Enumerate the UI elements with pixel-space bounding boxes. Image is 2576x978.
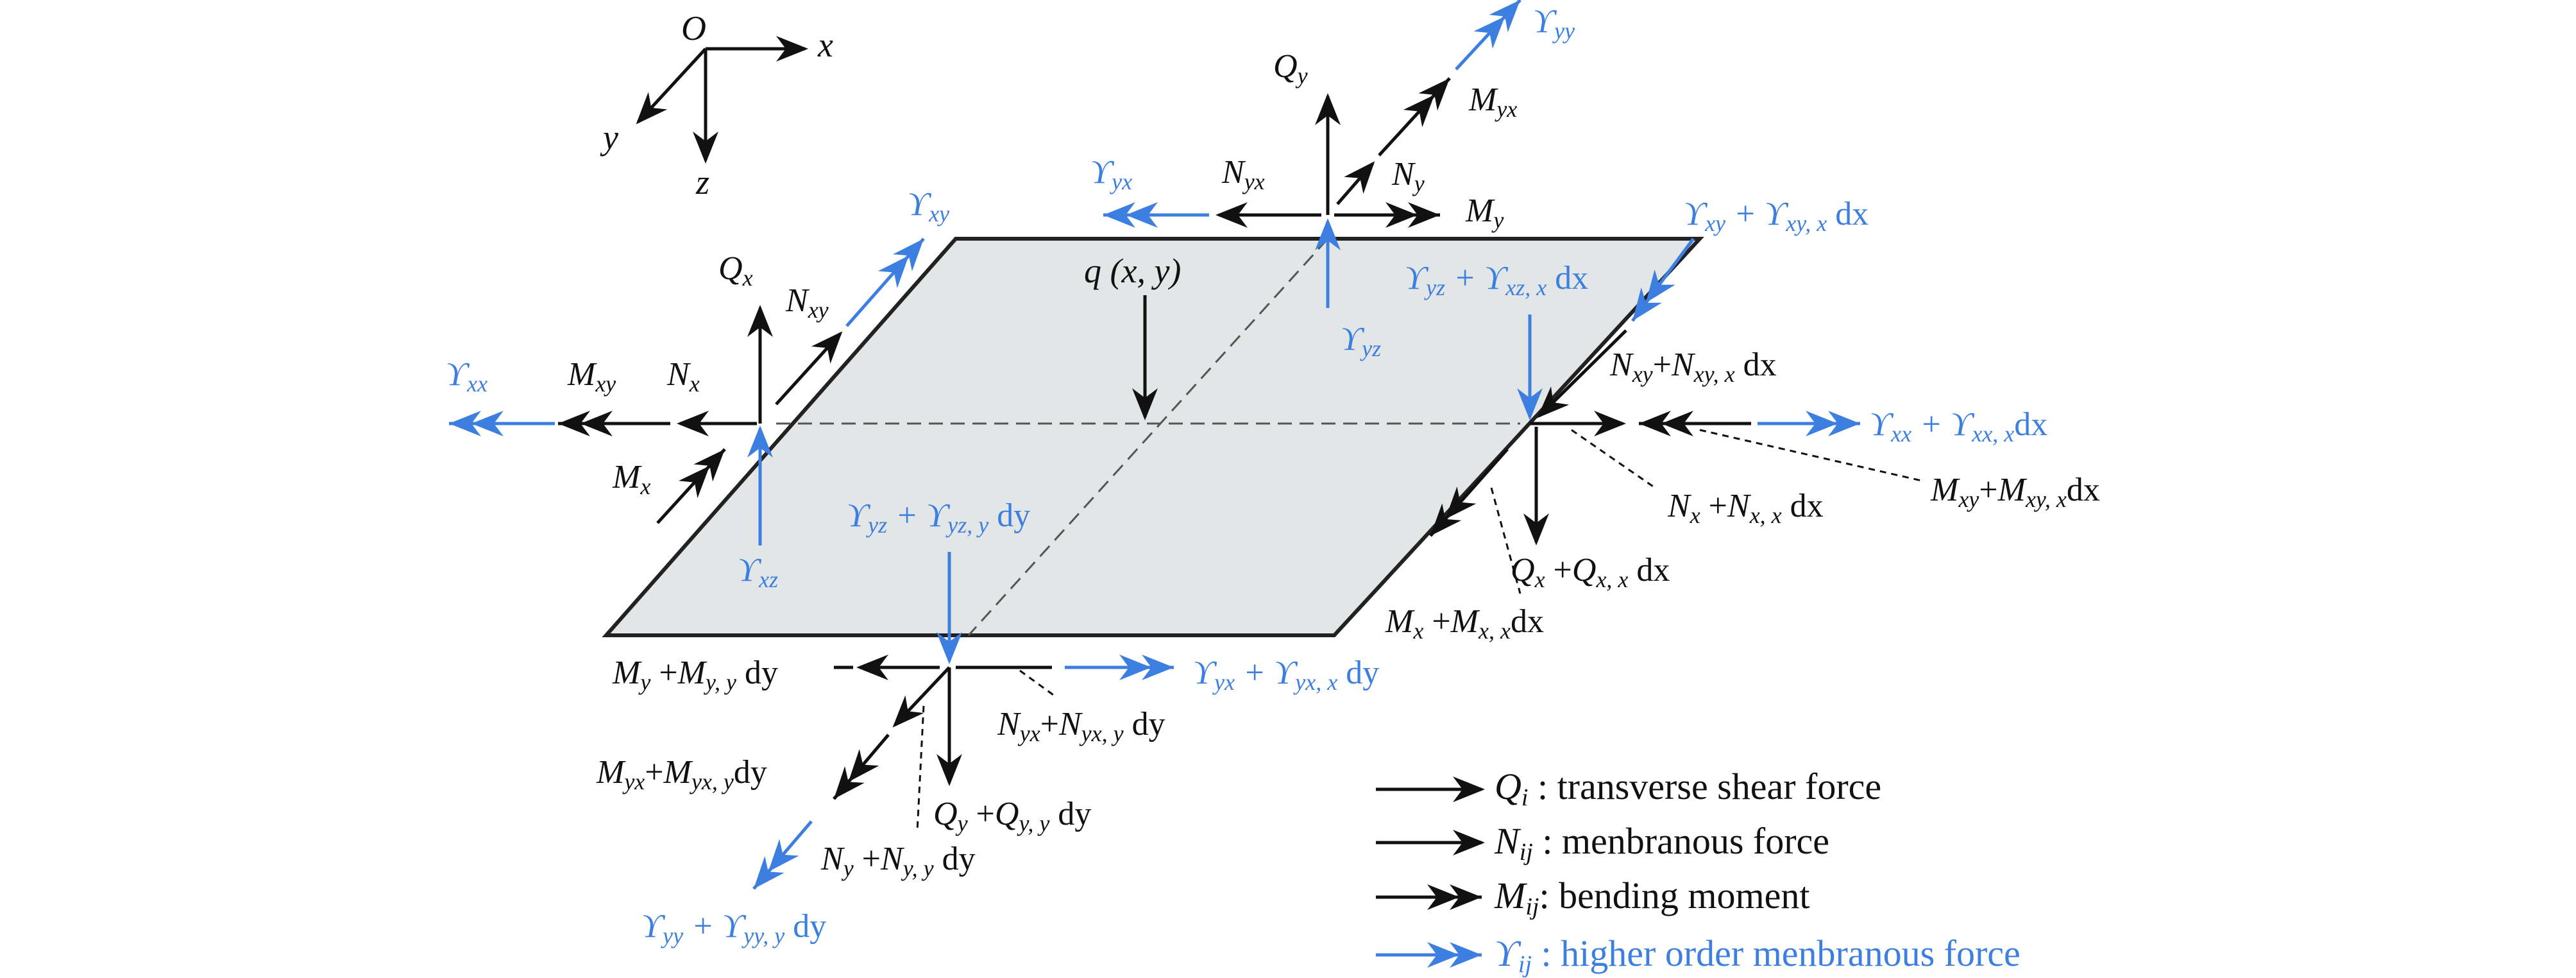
Ny-arrow [1336,161,1375,205]
Nyx-label: Nyx [1221,154,1265,194]
right-edge-forces: ϒxy + ϒxy, x dx ϒyz + ϒxz, x dx Nxy+Nxy,… [1385,196,2100,644]
load-label: q (x, y) [1084,252,1181,290]
Yxx-label: ϒxx [446,356,487,397]
legend-Q-label: Qi : transverse shear force [1495,766,1881,811]
Ny-dy-arrow [892,666,951,728]
Nxy-dx-arrow [1537,329,1627,418]
y-axis-arrow [636,47,707,124]
Yyz-label: ϒyz [1341,321,1381,361]
legend-N-label: Nij : menbranous force [1494,820,1829,866]
plate [602,237,1704,637]
My-label: My [1465,193,1504,233]
Mx-dx-arrow [1429,448,1509,537]
Yyy-arrow [1455,0,1521,71]
Mxy-dx-label: Mxy+Mxy, xdx [1930,472,2100,512]
Myx-dy-label: Myx+Myx, ydy [596,754,767,794]
Yyz-dy-label: ϒyz + ϒyz, y dy [847,497,1030,538]
Nx-dx-label: Nx +Nx, x dx [1667,488,1824,528]
Yxx-dx-label: ϒxx + ϒxx, xdx [1870,406,2047,447]
Mx-dx-label: Mx +Mx, xdx [1385,603,1544,644]
Yxy-dx-arrow [1631,237,1695,322]
y-axis-label: y [600,118,618,157]
legend-M-label: Mij: bending moment [1494,875,1810,920]
My-dy-label: My +My, y dy [612,655,778,695]
Nxy-label: Nxy [785,282,829,323]
Yxy-dx-label: ϒxy + ϒxy, x dx [1684,196,1868,236]
Nxy-dx-label: Nxy+Nxy, x dx [1609,347,1777,387]
Nx-dx-leader [1571,429,1656,489]
Ny-dy-leader [916,705,925,832]
Nyx-dy-leader [1019,669,1056,698]
Yxz-label: ϒxz [738,552,778,592]
Yxy-label: ϒxy [908,186,949,227]
Yxy-arrow [845,237,925,327]
Myx-arrow [1378,77,1451,157]
legend-Y-label: ϒij : higher order menbranous force [1495,932,2021,978]
Yyy-dy-label: ϒyy + ϒyy, y dy [641,908,826,948]
Yyx-dy-label: ϒyx + ϒyx, x dy [1193,655,1379,695]
Ny-dy-label: Ny +Ny, y dy [820,841,976,881]
z-axis-label: z [695,163,709,202]
top-edge-forces: Qy ϒyy Myx Ny My Nyx ϒyx ϒyz [1090,0,1575,361]
bottom-edge-forces: ϒyz + ϒyz, y dy My +My, y dy ϒyx + ϒyx, … [596,497,1379,948]
Yyy-label: ϒyy [1533,3,1575,44]
Qy-label: Qy [1273,48,1308,89]
Qx-dx-label: Qx +Qx, x dx [1511,552,1670,592]
Myx-dy-arrow [833,734,890,800]
Myx-label: Myx [1468,82,1517,122]
Yyx-label: ϒyx [1090,154,1132,194]
Yyy-dy-arrow [752,820,813,890]
Mxy-label: Mxy [567,356,616,397]
coordinate-axes: O x y z [600,9,833,202]
Qx-label: Qx [718,250,753,291]
Nx-label: Nx [666,356,700,397]
Yyz-dx-label: ϒyz + ϒxz, x dx [1405,260,1588,300]
Nyx-dy-label: Nyx+Nyx, y dy [997,706,1165,746]
Nxy-arrow [775,331,843,406]
x-axis-label: x [817,26,833,64]
Qy-dy-label: Qy +Qy, y dy [933,796,1091,836]
Mx-arrow [656,448,726,524]
plate-midline-y [967,237,1329,637]
legend: Qi : transverse shear force Nij : menbra… [1376,766,2021,978]
Mxy-dx-leader [1699,429,1925,483]
Ny-label: Ny [1391,156,1425,196]
Mx-label: Mx [612,459,650,499]
origin-label: O [681,9,706,47]
